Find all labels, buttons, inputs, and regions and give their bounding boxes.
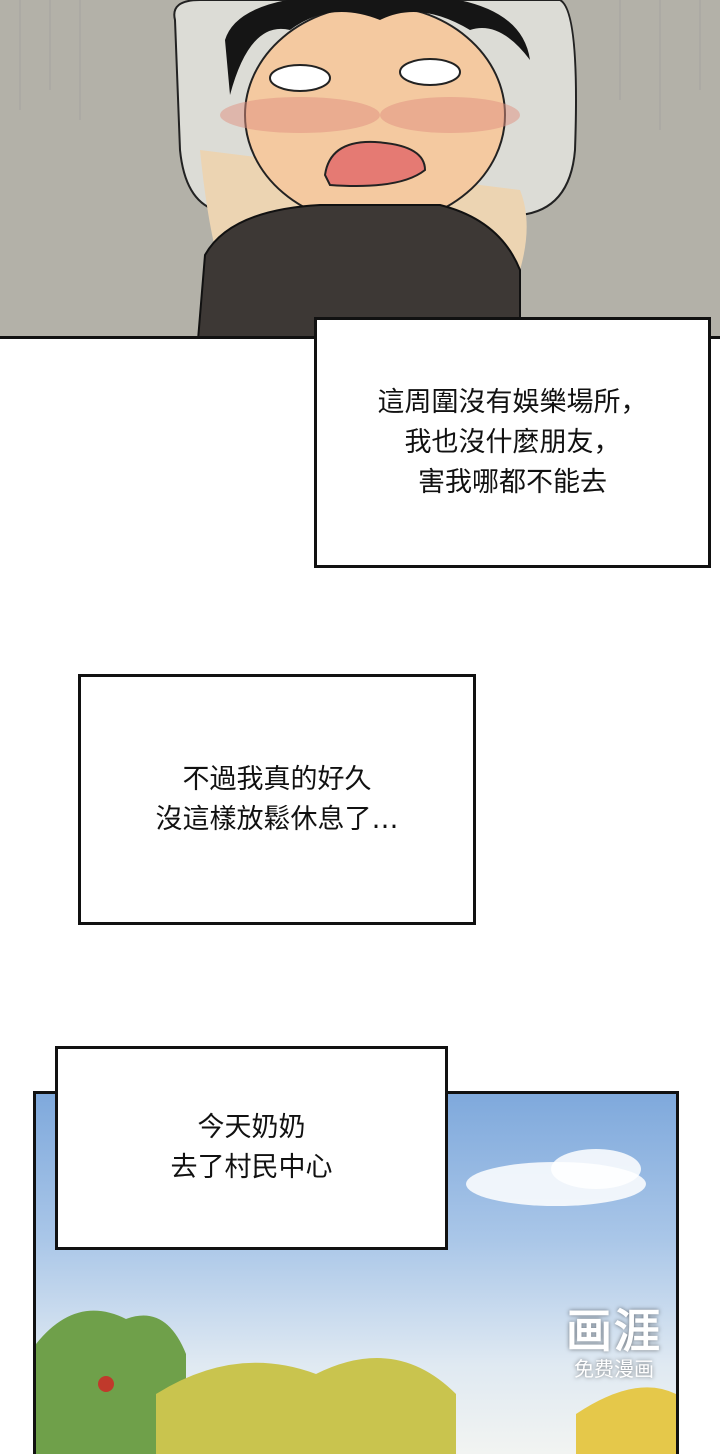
- caption-line: 去了村民中心: [170, 1152, 333, 1183]
- watermark-logo: 画涯 免费漫画: [566, 1306, 662, 1382]
- caption-box: 不過我真的好久 沒這樣放鬆休息了…: [78, 674, 476, 925]
- watermark-tagline: 免费漫画: [574, 1357, 654, 1381]
- caption-line: 不過我真的好久: [182, 763, 372, 795]
- watermark-logo-text: 画涯: [566, 1304, 662, 1358]
- sleeping-boy-illustration: [19, 0, 701, 336]
- comic-panel-sleeping-boy: [0, 0, 720, 339]
- caption-box: 這周圍沒有娛樂場所， 我也沒什麼朋友， 害我哪都不能去: [314, 317, 711, 568]
- caption-line: 這周圍沒有娛樂場所，: [377, 386, 648, 418]
- caption-line: 害我哪都不能去: [418, 466, 607, 498]
- sky-and-trees-illustration: [36, 1149, 676, 1454]
- caption-line: 今天奶奶: [197, 1112, 306, 1143]
- caption-line: 我也沒什麼朋友，: [404, 426, 621, 458]
- caption-box: 今天奶奶 去了村民中心: [55, 1046, 448, 1250]
- caption-line: 沒這樣放鬆休息了…: [155, 803, 399, 835]
